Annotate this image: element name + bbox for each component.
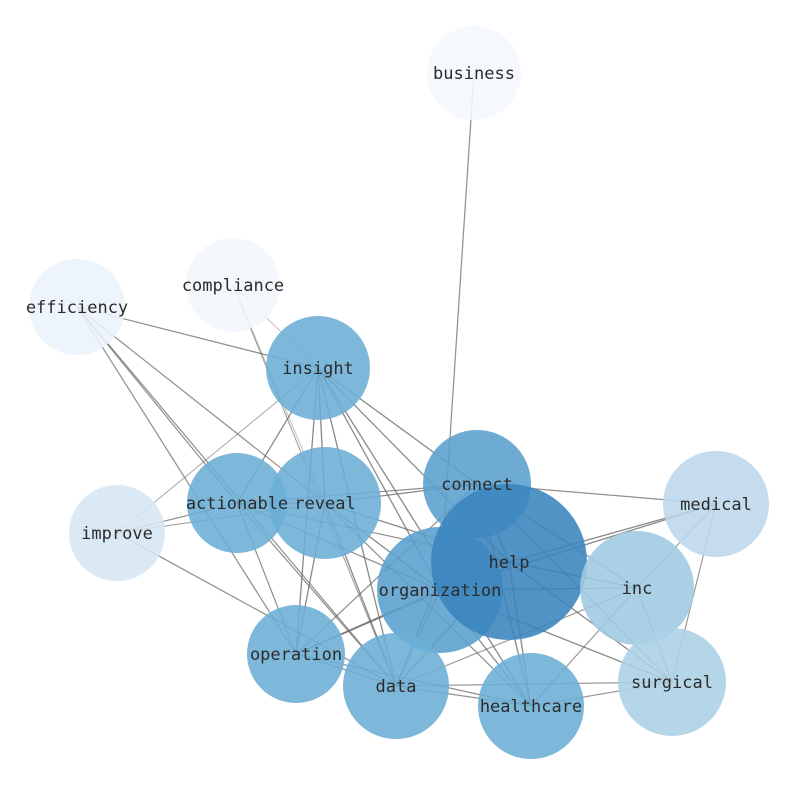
node-efficiency[interactable]	[29, 259, 125, 355]
node-label-reveal: reveal	[294, 494, 355, 514]
node-label-medical: medical	[680, 495, 752, 515]
node-label-surgical: surgical	[631, 673, 713, 693]
node-label-help: help	[489, 553, 530, 573]
node-data[interactable]	[343, 633, 449, 739]
node-compliance[interactable]	[186, 238, 280, 332]
node-label-healthcare: healthcare	[480, 697, 582, 717]
node-label-improve: improve	[81, 524, 153, 544]
node-label-data: data	[376, 677, 417, 697]
node-label-organization: organization	[379, 581, 502, 601]
nodes-layer	[29, 26, 769, 759]
node-label-inc: inc	[622, 579, 653, 599]
node-actionable[interactable]	[187, 453, 287, 553]
edge-improve-data	[116, 532, 397, 687]
node-insight[interactable]	[266, 316, 370, 420]
node-operation[interactable]	[247, 605, 345, 703]
node-medical[interactable]	[663, 451, 769, 557]
node-label-connect: connect	[441, 475, 513, 495]
node-surgical[interactable]	[618, 628, 726, 736]
node-healthcare[interactable]	[478, 653, 584, 759]
node-label-business: business	[433, 64, 515, 84]
node-label-compliance: compliance	[182, 276, 284, 296]
node-help[interactable]	[431, 484, 587, 640]
node-label-actionable: actionable	[186, 494, 288, 514]
node-business[interactable]	[427, 26, 521, 120]
node-label-insight: insight	[282, 359, 354, 379]
node-label-efficiency: efficiency	[26, 298, 128, 318]
node-reveal[interactable]	[269, 447, 381, 559]
edge-efficiency-operation	[76, 306, 297, 655]
node-improve[interactable]	[69, 485, 165, 581]
node-inc[interactable]	[580, 531, 694, 645]
labels-layer: business efficiency compliance insight impro…	[26, 64, 752, 717]
node-label-operation: operation	[250, 645, 342, 665]
